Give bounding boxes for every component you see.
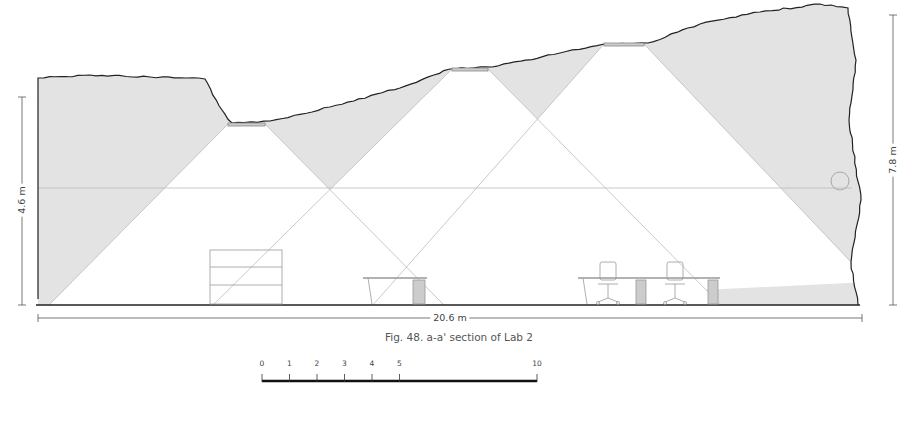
dimension-lines <box>18 15 897 322</box>
light-cones <box>48 44 870 306</box>
section-line <box>38 188 852 189</box>
light-edge <box>265 124 445 306</box>
skylight <box>452 68 488 71</box>
light-edge <box>48 124 228 306</box>
skylights <box>228 43 644 126</box>
light-edge <box>644 44 870 282</box>
scale-number: 0 <box>260 360 265 368</box>
scale-tick <box>537 374 538 382</box>
dimension-label: 20.6 m <box>430 313 469 323</box>
scale-tick <box>289 374 290 382</box>
scale-bar <box>262 374 537 382</box>
floor-line <box>36 304 860 305</box>
skylight <box>604 43 644 46</box>
light-edge <box>488 69 722 306</box>
furniture <box>210 250 720 305</box>
figure-caption: Fig. 48. a-a' section of Lab 2 <box>385 332 533 344</box>
light-cone <box>372 44 870 306</box>
scale-tick <box>317 374 318 382</box>
drawer <box>413 280 425 304</box>
scale-tick <box>344 374 345 382</box>
scale-tick <box>399 374 400 382</box>
cave-outline <box>38 4 861 305</box>
chair <box>664 262 687 305</box>
scale-number: 2 <box>315 360 320 368</box>
scale-number: 5 <box>397 360 402 368</box>
scale-number: 10 <box>532 360 542 368</box>
dimension-label: 4.6 m <box>17 183 27 216</box>
light-edge <box>372 44 604 306</box>
marker-circle <box>831 172 849 190</box>
scale-tick <box>372 374 373 382</box>
dimension-label: 7.8 m <box>888 143 898 176</box>
shelf <box>210 250 282 304</box>
desk <box>578 277 720 279</box>
light-edge <box>212 69 452 306</box>
scale-number: 4 <box>370 360 375 368</box>
scale-number: 3 <box>342 360 347 368</box>
chair <box>597 262 620 305</box>
scale-tick <box>262 374 263 382</box>
skylight <box>228 123 265 126</box>
table <box>363 277 427 279</box>
scale-number: 1 <box>287 360 292 368</box>
